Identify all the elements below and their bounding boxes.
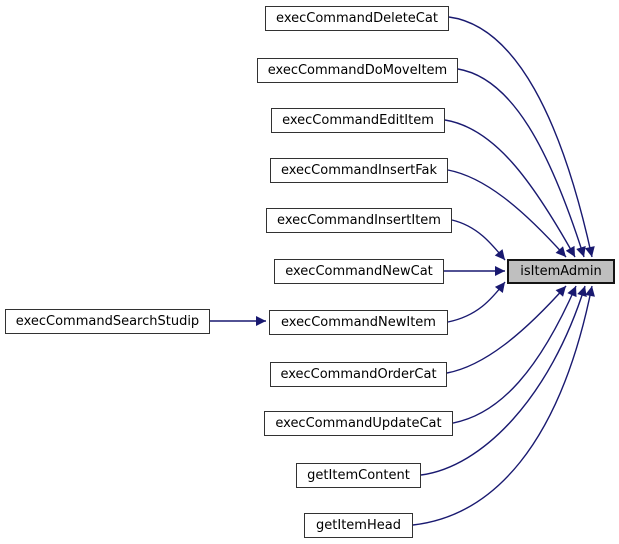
node-execCommandNewItem[interactable]: execCommandNewItem [269,310,448,335]
node-execCommandDeleteCat[interactable]: execCommandDeleteCat [265,6,449,31]
node-getItemHead[interactable]: getItemHead [304,513,413,538]
node-execCommandSearchStudip[interactable]: execCommandSearchStudip [5,309,210,334]
node-execCommandOrderCat[interactable]: execCommandOrderCat [270,362,447,387]
node-execCommandEditItem[interactable]: execCommandEditItem [271,108,445,133]
node-execCommandDoMoveItem[interactable]: execCommandDoMoveItem [257,58,458,83]
node-isItemAdmin: isItemAdmin [507,259,615,284]
edge-execCommandDeleteCat-isItemAdmin [448,16,595,258]
node-execCommandInsertFak[interactable]: execCommandInsertFak [270,158,448,183]
edge-execCommandUpdateCat-isItemAdmin [452,285,577,424]
edge-execCommandDoMoveItem-isItemAdmin [457,68,586,258]
node-getItemContent[interactable]: getItemContent [296,463,421,488]
node-execCommandNewCat[interactable]: execCommandNewCat [274,259,444,284]
edge-getItemContent-isItemAdmin [420,285,587,476]
node-execCommandUpdateCat[interactable]: execCommandUpdateCat [264,411,453,436]
edge-execCommandEditItem-isItemAdmin [444,119,576,258]
edge-getItemHead-isItemAdmin [412,285,595,526]
edge-execCommandNewItem-isItemAdmin [447,281,506,323]
edge-execCommandInsertFak-isItemAdmin [447,169,567,258]
node-execCommandInsertItem[interactable]: execCommandInsertItem [266,208,452,233]
edge-execCommandOrderCat-isItemAdmin [446,285,567,374]
edge-execCommandInsertItem-isItemAdmin [451,219,506,261]
